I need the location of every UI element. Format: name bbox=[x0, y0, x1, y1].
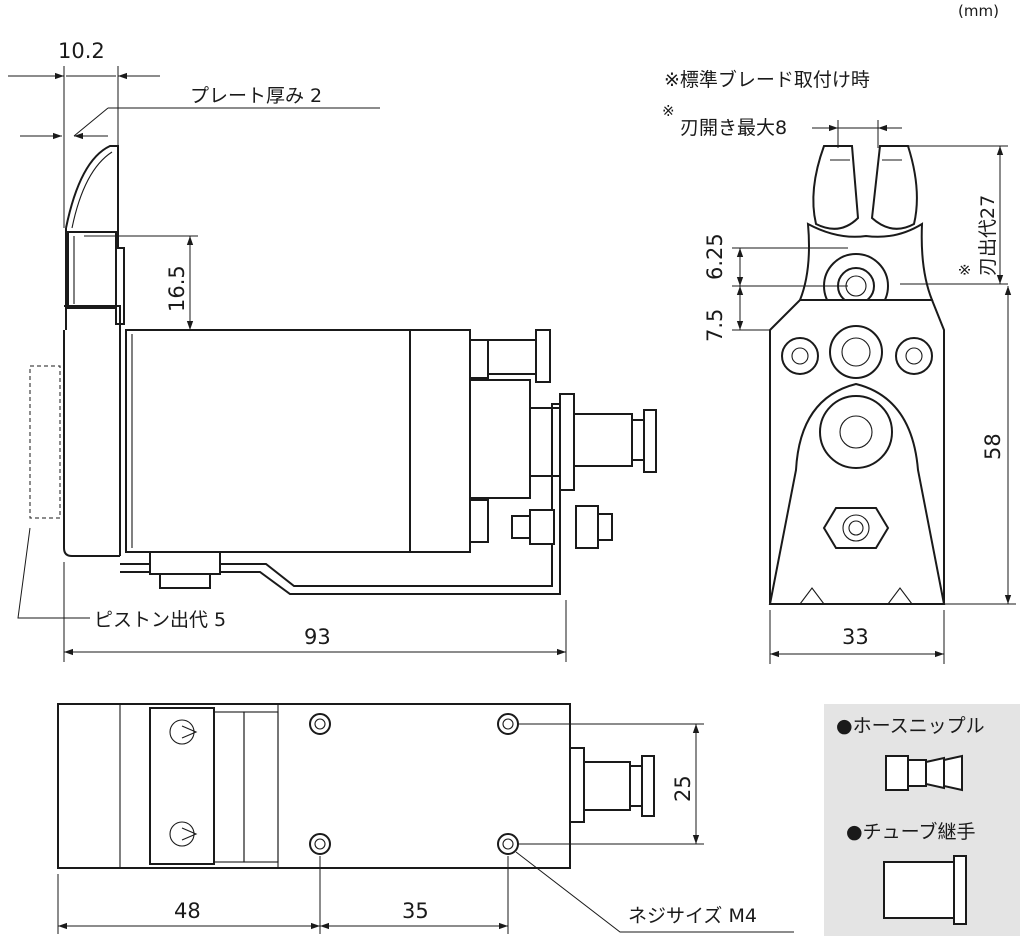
tube-fitting-label: ●チューブ継手 bbox=[846, 820, 975, 843]
standard-blade-note: ※標準ブレード取付け時 bbox=[664, 68, 870, 91]
hose-nipple-label: ●ホースニップル bbox=[836, 715, 985, 737]
side-view bbox=[29, 145, 657, 595]
dim-7-5: 7.5 bbox=[703, 309, 727, 342]
top-dimensions: 25 48 35 ネジサイズ M4 bbox=[57, 723, 794, 934]
unit-label: (mm) bbox=[958, 2, 999, 20]
top-view bbox=[57, 703, 655, 869]
note-mark-blade: ※ bbox=[956, 263, 974, 276]
piston-stroke-label: ピストン出代 5 bbox=[94, 609, 226, 631]
dim-35: 35 bbox=[402, 899, 429, 923]
front-dimensions: 刃出代27 ※ 6.25 7.5 58 33 bbox=[703, 120, 1016, 664]
blade-open-label: 刃開き最大8 bbox=[680, 117, 787, 139]
plate-thickness-label: プレート厚み 2 bbox=[190, 85, 322, 107]
dim-25: 25 bbox=[671, 775, 695, 802]
screw-size-label: ネジサイズ M4 bbox=[628, 905, 757, 927]
blade-extension-label: 刃出代27 bbox=[977, 195, 999, 276]
dim-16-5: 16.5 bbox=[165, 265, 189, 312]
dim-58: 58 bbox=[981, 433, 1005, 460]
dim-10-2: 10.2 bbox=[58, 39, 105, 63]
dim-6-25: 6.25 bbox=[703, 233, 727, 280]
side-dimensions: 10.2 プレート厚み 2 16.5 ピストン出代 5 93 bbox=[8, 39, 567, 662]
dim-48: 48 bbox=[174, 899, 201, 923]
note-mark-open: ※ bbox=[662, 102, 675, 120]
dim-33: 33 bbox=[842, 625, 869, 649]
front-view: ※標準ブレード取付け時 ※ 刃開き最大8 bbox=[662, 68, 946, 605]
dim-93: 93 bbox=[304, 625, 331, 649]
fitting-legend: ●ホースニップル ●チューブ継手 bbox=[824, 704, 1020, 936]
